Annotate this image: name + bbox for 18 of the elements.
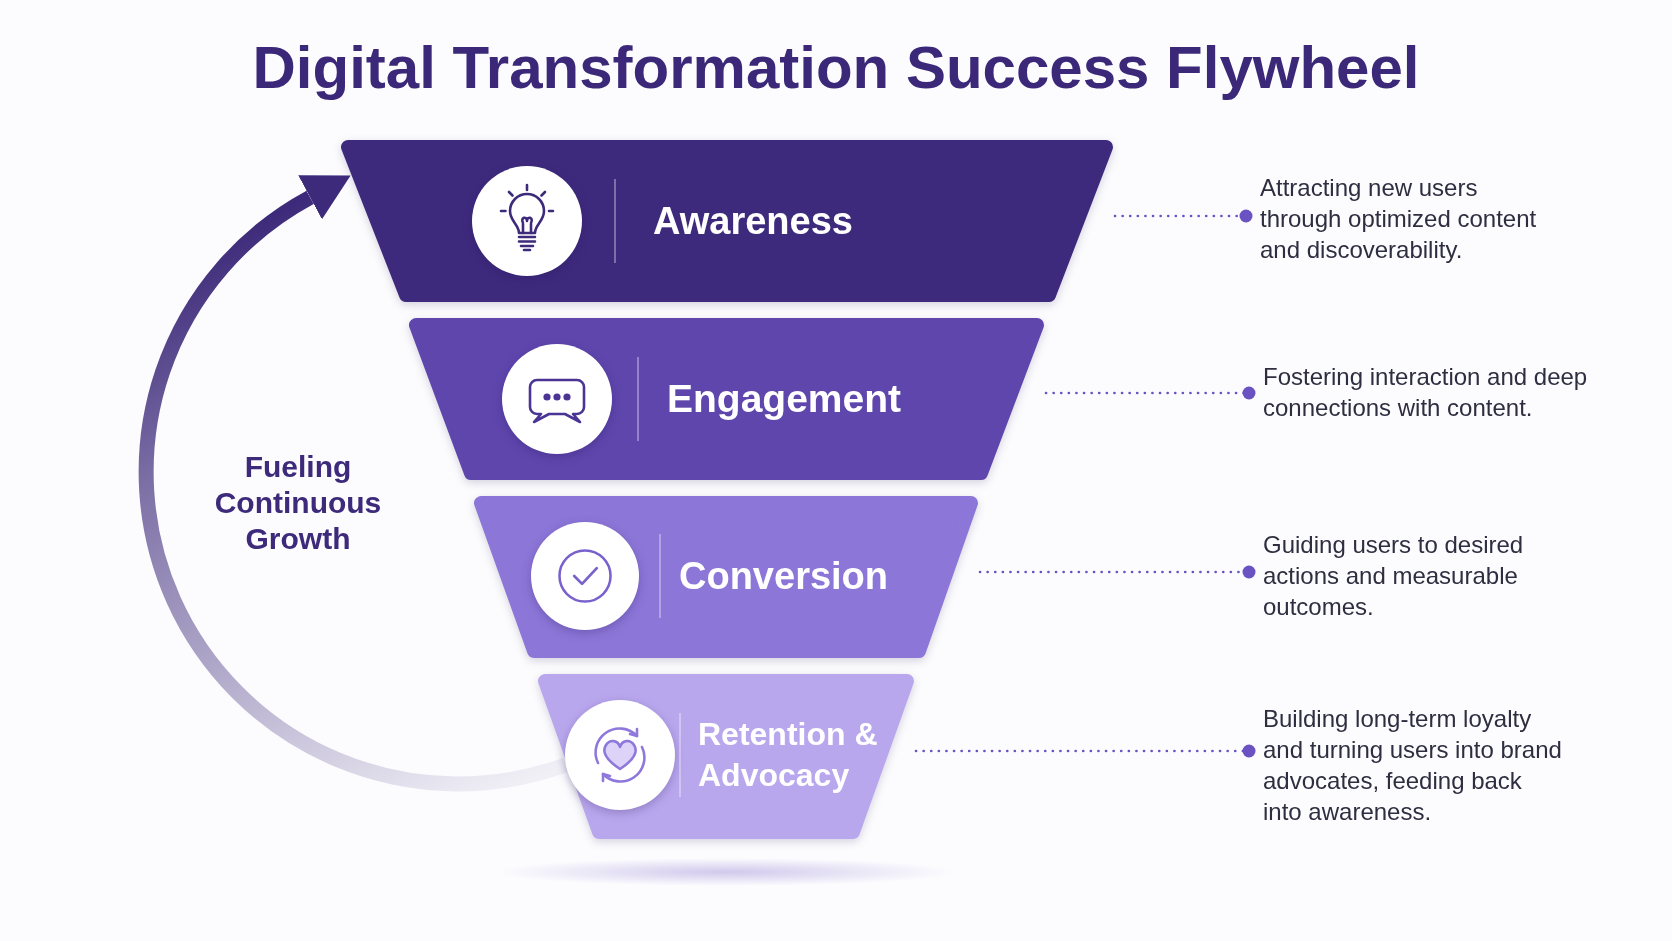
funnel-stage	[536, 674, 916, 839]
stage-label: Engagement	[667, 376, 902, 422]
funnel-stage	[407, 318, 1046, 480]
description-text: Building long-term loyalty and turning users into brand advocates, feeding back into awareness.	[1263, 703, 1565, 827]
stage-label: Awareness	[653, 199, 853, 244]
description-text: Fostering interaction and deep connections with content.	[1263, 361, 1603, 423]
leader-line	[1113, 209, 1253, 223]
stage-label: Retention & Advocacy	[698, 715, 879, 795]
leader-line	[978, 565, 1256, 579]
cycle-arrow	[139, 173, 568, 792]
description-text: Attracting new users through optimized content and discoverability.	[1260, 172, 1552, 265]
leader-line	[914, 744, 1256, 758]
funnel-stage	[339, 140, 1115, 302]
stage-label: Conversion	[679, 554, 889, 599]
leader-line	[1044, 386, 1256, 400]
title: Digital Transformation Success Flywheel	[252, 34, 1420, 102]
description-text: Guiding users to desired actions and measurable outcomes.	[1263, 529, 1538, 622]
funnel-stage	[472, 496, 980, 658]
